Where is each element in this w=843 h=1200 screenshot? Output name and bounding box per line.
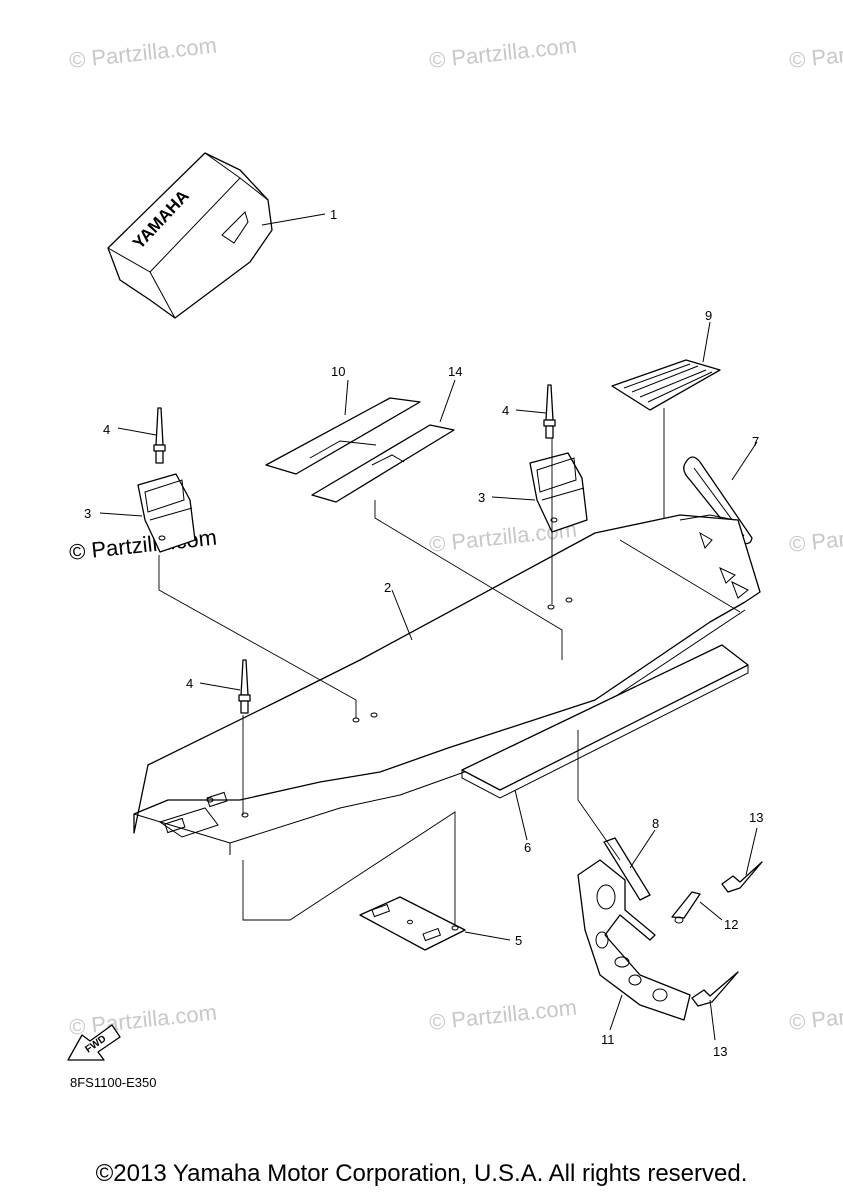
watermark: © Partzilla.com — [428, 33, 578, 73]
callout-13: 13 — [749, 810, 763, 825]
part-6-foam — [461, 644, 749, 841]
callout-3: 3 — [84, 506, 91, 521]
watermark: © Partzilla.com — [428, 995, 578, 1035]
part-4-pin — [515, 384, 556, 439]
callout-3: 3 — [478, 490, 485, 505]
part-13-rivet — [721, 827, 763, 893]
callout-6: 6 — [524, 840, 531, 855]
part-1-cover: YAMAHA — [107, 152, 326, 319]
callout-13: 13 — [713, 1044, 727, 1059]
watermark: © Partzilla.com — [68, 33, 218, 73]
part-8-strip — [577, 730, 656, 901]
part-12-clamp — [671, 891, 723, 924]
watermark: © Partzilla.com — [68, 1000, 218, 1040]
part-13-rivet — [691, 971, 739, 1041]
watermark: © Partzilla.com — [788, 995, 843, 1035]
callout-12: 12 — [724, 917, 738, 932]
part-14-decal — [311, 379, 456, 503]
callout-11: 11 — [601, 1032, 615, 1047]
watermark: © Partzilla.com — [788, 33, 843, 73]
callout-7: 7 — [752, 434, 759, 449]
callouts: 1 2 3 3 4 4 4 5 6 7 8 9 10 11 12 13 13 1… — [84, 207, 763, 1059]
callout-10: 10 — [331, 364, 345, 379]
part-3-clip-right — [491, 452, 588, 533]
part-10-decal — [265, 379, 421, 475]
callout-4: 4 — [103, 422, 110, 437]
part-2-frame — [133, 514, 761, 855]
copyright-text: ©2013 Yamaha Motor Corporation, U.S.A. A… — [95, 1160, 748, 1187]
callout-9: 9 — [705, 308, 712, 323]
assembly-lines — [158, 438, 741, 928]
watermark: © Partzilla.com — [788, 517, 843, 557]
diagram-code: 8FS1100-E350 — [70, 1075, 157, 1090]
watermark: © Partzilla.com — [68, 525, 218, 565]
part-5-plate — [359, 896, 511, 951]
callout-5: 5 — [515, 933, 522, 948]
part-3-clip-left — [99, 473, 196, 553]
part-4-pin — [199, 659, 251, 714]
callout-4: 4 — [502, 403, 509, 418]
callout-2: 2 — [384, 580, 391, 595]
callout-14: 14 — [448, 364, 462, 379]
callout-1: 1 — [330, 207, 337, 222]
part-11-bracket — [577, 859, 691, 1031]
callout-8: 8 — [652, 816, 659, 831]
callout-4: 4 — [186, 676, 193, 691]
part-4-pin — [117, 407, 166, 464]
part-9-pad — [611, 321, 721, 602]
